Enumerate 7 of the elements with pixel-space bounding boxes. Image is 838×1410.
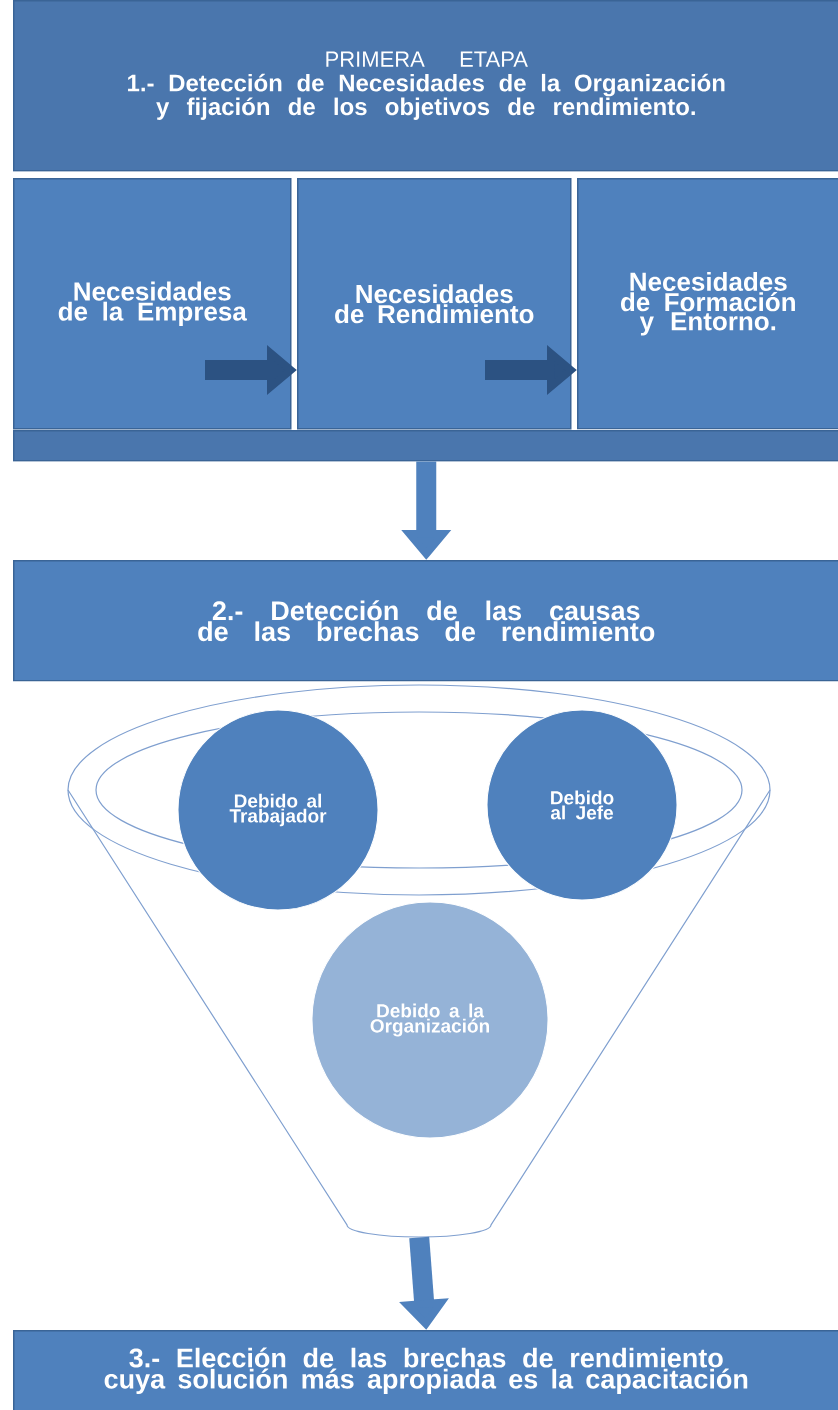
step-box: 3.- Elección de las brechas de rendimiento cuya solución más apropiada es la capacitación <box>13 1330 838 1410</box>
base-bar <box>13 430 838 462</box>
step-box: 2.- Detección de las causas de las brechas de rendimiento <box>13 560 838 682</box>
column-box: Necesidades de la Empresa <box>13 178 292 430</box>
column-box: Necesidades de Formación y Entorno. <box>577 178 838 430</box>
heading-band: PRIMERA ETAPA 1.- Detección de Necesidades de la Organización y fijación de los objetivos de rendimiento. <box>13 0 838 172</box>
column-box: Necesidades de Rendimiento <box>297 178 572 430</box>
